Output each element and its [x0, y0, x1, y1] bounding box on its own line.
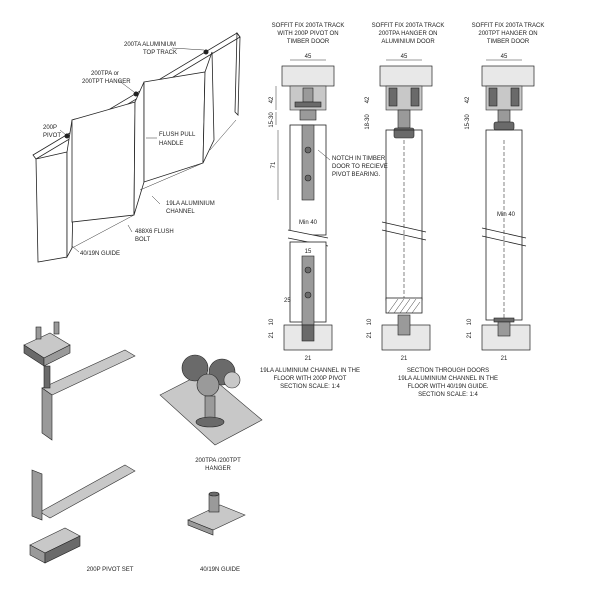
- label-bolt: 488X6 FLUSH: [135, 229, 174, 235]
- dim-71: 71: [271, 161, 277, 168]
- dim-21-bottom: 21: [501, 356, 508, 362]
- dim-45: 45: [501, 54, 508, 60]
- dim-10: 10: [269, 318, 275, 325]
- pivot-set-bottom: [29, 464, 136, 564]
- door-panel-4: [143, 71, 206, 183]
- door-panel-3: [133, 81, 145, 216]
- section-3-title-3: TIMBER DOOR: [487, 39, 530, 45]
- label-handle: FLUSH PULL: [159, 132, 196, 138]
- part-labels: 200TPA /200TPT HANGER 200P PIVOT SET 40/…: [87, 458, 242, 573]
- dim-min-40: Min 40: [299, 220, 318, 226]
- dim-21: 21: [269, 331, 275, 338]
- hanger-marker: [133, 91, 139, 97]
- dim-10: 10: [367, 318, 373, 325]
- pivot-plate: [301, 124, 315, 201]
- dim-45: 45: [401, 54, 408, 60]
- dim-21-bottom: 21: [305, 356, 312, 362]
- label-hanger-part: 200TPA /200TPT: [195, 458, 241, 464]
- label-top-track: 200TA ALUMINIUM: [124, 42, 176, 48]
- notch-note: NOTCH IN TIMBER: [332, 156, 386, 162]
- label-pivot-2: PIVOT: [43, 133, 61, 139]
- dim-min-40: Min 40: [497, 212, 516, 218]
- section-1-title: SOFFIT FIX 200TA TRACK: [272, 23, 345, 29]
- folding-door-overview: 200TA ALUMINIUM TOP TRACK 200TPA or 200T…: [32, 31, 241, 263]
- section-pivot-timber: 45 42 15-30 71 NOTCH IN TIMBER DOOR TO R…: [269, 54, 388, 362]
- label-pivot-set: 200P PIVOT SET: [87, 567, 134, 573]
- label-channel: 19LA ALUMINIUM: [166, 201, 215, 207]
- dim-21-bottom: 21: [401, 356, 408, 362]
- caption-left-3: SECTION SCALE: 1:4: [280, 384, 340, 390]
- section-3-title-2: 200TPT HANGER ON: [478, 31, 537, 37]
- door-panel-2: [71, 101, 136, 223]
- section-aluminium-door: 45 42 18-30 10 21 21: [365, 54, 433, 362]
- label-bolt-2: BOLT: [135, 237, 151, 243]
- pivot-set-top: [23, 321, 136, 441]
- dim-15-30: 15-30: [465, 114, 471, 130]
- caption-left: 19LA ALUMINIUM CHANNEL IN THE: [260, 368, 360, 374]
- label-guide-part: 40/19N GUIDE: [200, 567, 240, 573]
- label-hanger: 200TPA or: [91, 71, 119, 77]
- dim-25: 25: [284, 298, 291, 304]
- dim-18-30: 18-30: [365, 114, 371, 130]
- label-hanger-part-2: HANGER: [205, 466, 231, 472]
- label-hanger-2: 200TPT HANGER: [82, 79, 131, 85]
- section-1-title-2: WITH 200P PIVOT ON: [277, 31, 338, 37]
- label-handle-2: HANDLE: [159, 141, 183, 147]
- label-pivot: 200P: [43, 125, 57, 131]
- section-2-title: SOFFIT FIX 200TA TRACK: [372, 23, 445, 29]
- door-bottom-rail: [385, 297, 423, 314]
- notch-note-2: DOOR TO RECIEVE: [332, 164, 388, 170]
- dim-45: 45: [305, 54, 312, 60]
- caption-left-2: FLOOR WITH 200P PIVOT: [274, 376, 347, 382]
- label-guide: 40/19N GUIDE: [80, 251, 120, 257]
- hanger-marker: [203, 49, 209, 55]
- dim-15: 15: [305, 249, 312, 255]
- dim-21: 21: [467, 331, 473, 338]
- door-panel-1: [35, 151, 68, 263]
- soffit: [281, 65, 335, 87]
- section-2-title-2: 200TPA HANGER ON: [379, 31, 438, 37]
- overview-labels: 200TA ALUMINIUM TOP TRACK 200TPA or 200T…: [43, 42, 215, 257]
- section-captions: 19LA ALUMINIUM CHANNEL IN THE FLOOR WITH…: [260, 368, 498, 398]
- door-panel-5: [202, 51, 215, 164]
- dim-42: 42: [365, 96, 371, 103]
- dim-15-30: 15-30: [269, 112, 275, 128]
- section-1-title-3: TIMBER DOOR: [287, 39, 330, 45]
- section-3-title: SOFFIT FIX 200TA TRACK: [472, 23, 545, 29]
- label-channel-2: CHANNEL: [166, 209, 195, 215]
- dim-10: 10: [467, 318, 473, 325]
- section-titles: SOFFIT FIX 200TA TRACK WITH 200P PIVOT O…: [272, 23, 545, 45]
- guide-part: [187, 491, 246, 536]
- caption-right-2: 19LA ALUMINIUM CHANNEL IN THE: [398, 376, 498, 382]
- label-top-track-2: TOP TRACK: [143, 50, 177, 56]
- dim-42: 42: [465, 96, 471, 103]
- caption-right-4: SECTION SCALE: 1:4: [418, 392, 478, 398]
- section-hanger-timber: 45 Min 40 42 15-30 10 21 21: [465, 54, 535, 362]
- caption-right-3: FLOOR WITH 40/19N GUIDE.: [407, 384, 488, 390]
- end-post: [234, 31, 241, 116]
- section-2-title-3: ALUMINIUM DOOR: [381, 39, 435, 45]
- notch-note-3: PIVOT BEARING.: [332, 172, 381, 178]
- dim-42: 42: [269, 96, 275, 103]
- dim-21: 21: [367, 331, 373, 338]
- hanger-part: [159, 354, 263, 446]
- caption-right: SECTION THROUGH DOORS: [407, 368, 489, 374]
